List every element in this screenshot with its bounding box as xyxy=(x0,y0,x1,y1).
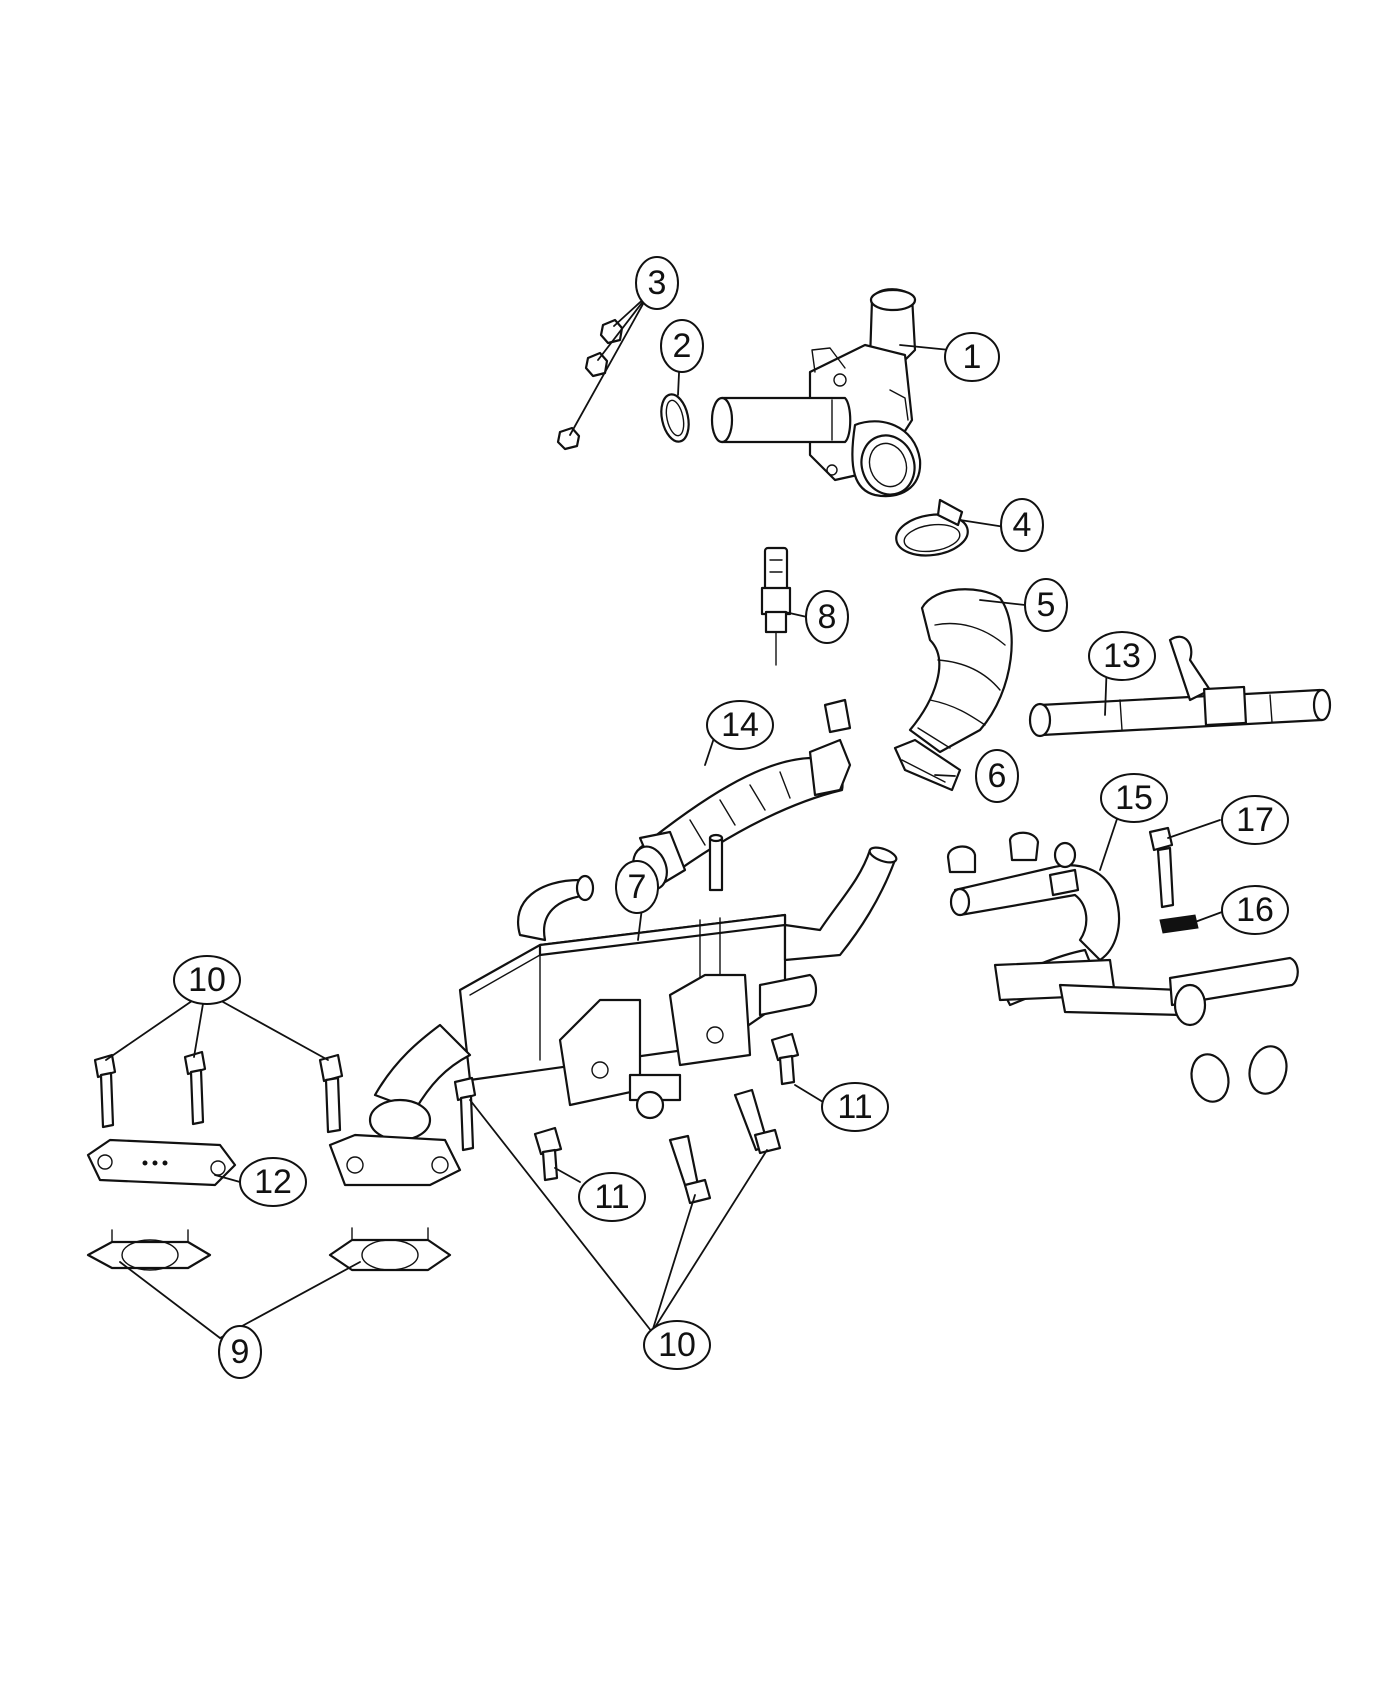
callout-8: 8 xyxy=(805,590,849,644)
callout-11-center: 11 xyxy=(578,1172,646,1222)
coolant-tube-part-13 xyxy=(1028,635,1332,738)
leader-lines xyxy=(105,294,1223,1339)
gaskets-part-9 xyxy=(86,1227,452,1272)
callout-14-label: 14 xyxy=(721,706,759,744)
callout-10-center-label: 10 xyxy=(658,1326,696,1364)
callout-11-right: 11 xyxy=(821,1082,889,1132)
callout-16-label: 16 xyxy=(1236,891,1274,929)
callout-5: 5 xyxy=(1024,578,1068,632)
hose-clamp-part-4 xyxy=(895,498,969,557)
callout-1-label: 1 xyxy=(963,338,982,376)
callout-5-label: 5 xyxy=(1037,586,1056,624)
callout-16: 16 xyxy=(1221,885,1289,935)
callout-6: 6 xyxy=(975,749,1019,803)
callout-12: 12 xyxy=(239,1157,307,1207)
egr-cooler-part-7 xyxy=(328,833,898,1187)
loose-clamps xyxy=(1190,1045,1288,1103)
callout-3: 3 xyxy=(635,256,679,310)
callout-7-label: 7 xyxy=(628,868,647,906)
bolts-part-11 xyxy=(533,1032,800,1182)
callout-15: 15 xyxy=(1100,773,1168,823)
callout-10-center: 10 xyxy=(643,1320,711,1370)
callout-17-label: 17 xyxy=(1236,801,1274,839)
callout-2-label: 2 xyxy=(673,327,692,365)
callout-8-label: 8 xyxy=(818,598,837,636)
bolt-part-17 xyxy=(1148,826,1175,909)
small-clamps xyxy=(946,831,1077,874)
callout-2: 2 xyxy=(660,319,704,373)
sensor-part-8 xyxy=(760,546,792,666)
callout-17: 17 xyxy=(1221,795,1289,845)
callout-4: 4 xyxy=(1000,498,1044,552)
callout-1: 1 xyxy=(944,332,1000,382)
bolts-part-10-center xyxy=(453,1076,782,1205)
callout-4-label: 4 xyxy=(1013,506,1032,544)
o-ring-part-2 xyxy=(660,393,690,443)
callout-13: 13 xyxy=(1088,631,1156,681)
clip-part-16 xyxy=(1159,914,1199,934)
nuts-part-3 xyxy=(556,318,624,451)
callout-10-left-label: 10 xyxy=(188,961,226,999)
callout-3-label: 3 xyxy=(648,264,667,302)
coolant-pipe-part-15 xyxy=(949,864,1299,1027)
callout-9-label: 9 xyxy=(231,1333,250,1371)
callout-12-label: 12 xyxy=(254,1163,292,1201)
callout-7: 7 xyxy=(615,860,659,914)
callout-15-label: 15 xyxy=(1115,779,1153,817)
callout-14: 14 xyxy=(706,700,774,750)
bolts-part-10-left xyxy=(93,1050,344,1134)
egr-valve-part-1 xyxy=(710,288,922,498)
callout-11-center-label: 11 xyxy=(594,1178,629,1216)
cover-plate-part-12 xyxy=(86,1138,237,1187)
clip-part-6 xyxy=(893,738,962,792)
callout-6-label: 6 xyxy=(988,757,1007,795)
hose-part-5 xyxy=(908,588,1013,754)
callout-13-label: 13 xyxy=(1103,637,1141,675)
callout-11-right-label: 11 xyxy=(837,1088,872,1126)
callout-9: 9 xyxy=(218,1325,262,1379)
hose-part-14 xyxy=(632,698,852,891)
callout-10-left: 10 xyxy=(173,955,241,1005)
